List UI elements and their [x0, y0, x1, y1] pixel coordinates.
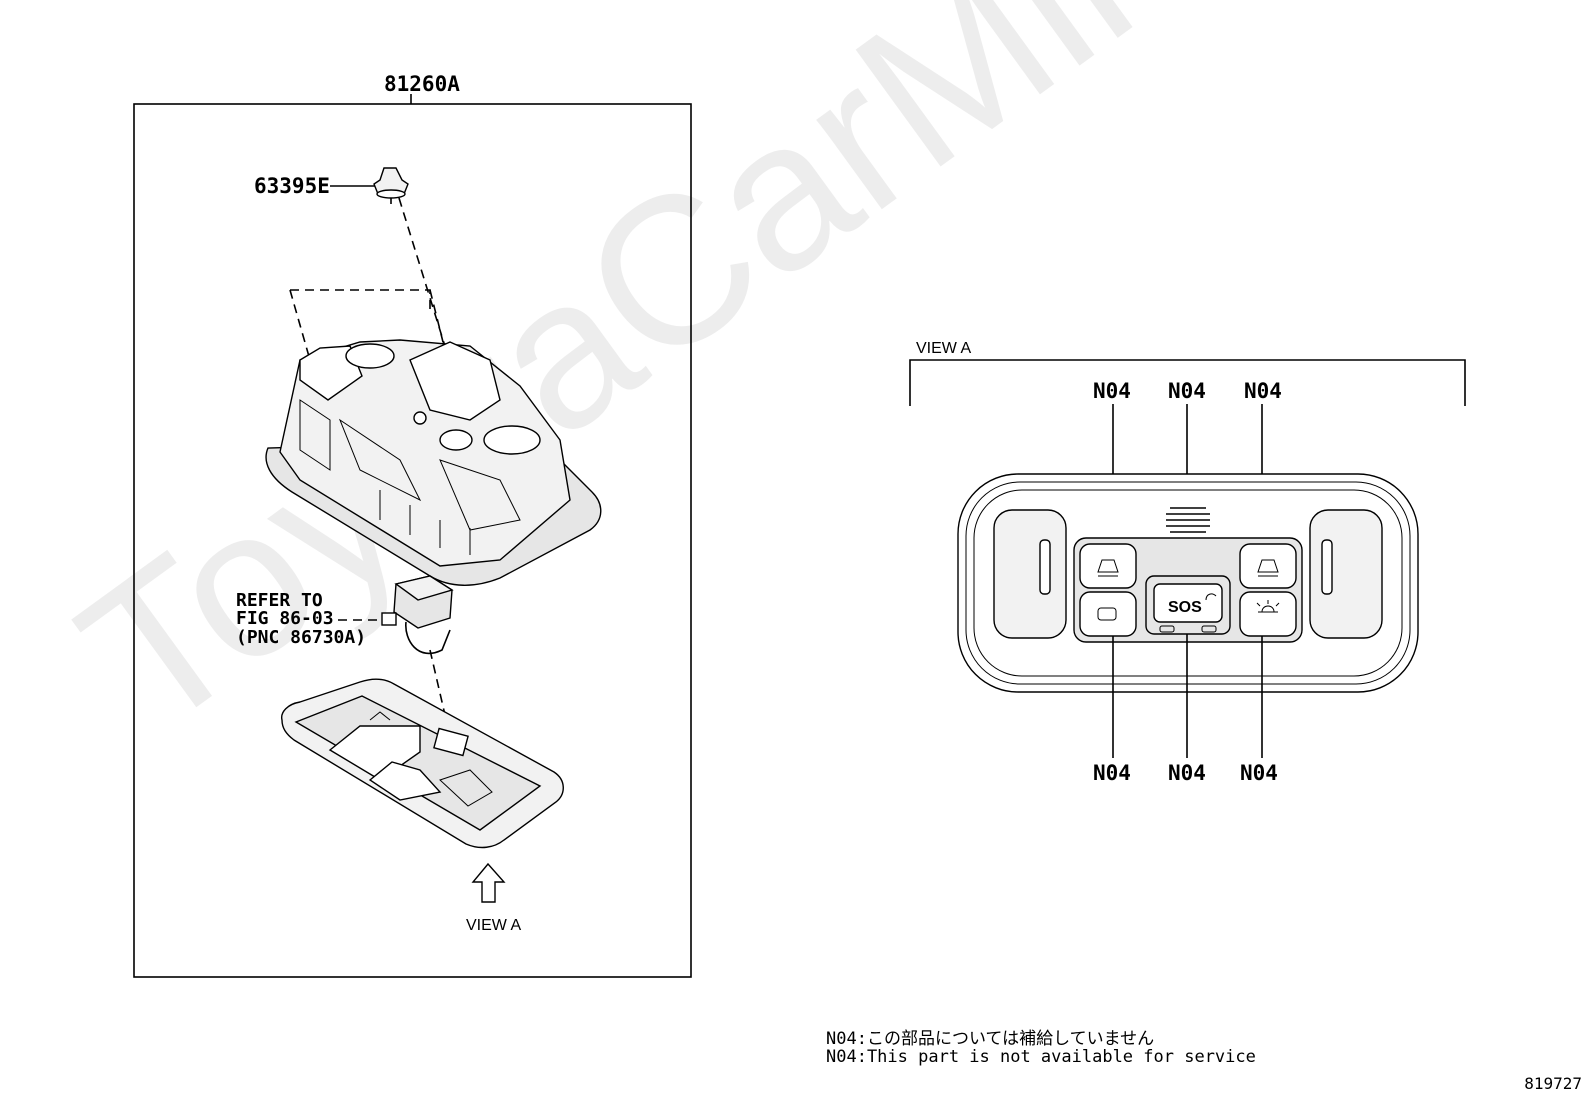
note-japanese: N04:この部品については補給していません — [826, 1029, 1155, 1049]
clip-part — [373, 167, 409, 204]
exploded-view: 81260A 63395E — [133, 72, 692, 978]
lamp-lens — [281, 678, 564, 849]
assembly-label[interactable]: 81260A — [384, 72, 460, 96]
illustration-number: 819727 — [1524, 1074, 1582, 1093]
left-lower-switch[interactable] — [1079, 591, 1137, 637]
sos-indicator-right — [1201, 625, 1217, 633]
clip-label[interactable]: 63395E — [254, 174, 330, 198]
callout-bottom-3[interactable]: N04 — [1240, 761, 1278, 785]
left-lamp — [993, 509, 1067, 639]
view-a-arrow — [471, 862, 506, 903]
view-a: VIEW A N04 N04 N04 — [909, 340, 1466, 785]
view-a-title: VIEW A — [916, 340, 971, 357]
callout-top-3[interactable]: N04 — [1244, 379, 1282, 403]
bulb-socket — [381, 575, 454, 655]
map-light-right-switch[interactable] — [1239, 543, 1297, 589]
overhead-console: SOS — [957, 473, 1419, 693]
map-light-right-icon — [1257, 559, 1279, 573]
phone-icon — [1205, 593, 1217, 601]
refer-label-line2[interactable]: FIG 86-03 — [236, 608, 334, 629]
microphone-grille — [1166, 507, 1210, 533]
lamp-housing — [265, 339, 602, 586]
callout-bottom-1[interactable]: N04 — [1093, 761, 1131, 785]
refer-label-line3[interactable]: (PNC 86730A) — [236, 627, 366, 648]
sos-label: SOS — [1168, 599, 1202, 616]
callout-top-2[interactable]: N04 — [1168, 379, 1206, 403]
view-a-arrow-label: VIEW A — [466, 917, 521, 934]
note-english: N04:This part is not available for servi… — [826, 1047, 1256, 1067]
dome-light-icon — [1256, 600, 1280, 613]
view-a-bracket — [909, 359, 1466, 406]
map-light-left-switch[interactable] — [1079, 543, 1137, 589]
right-lamp — [1309, 509, 1383, 639]
refer-label-line1[interactable]: REFER TO — [236, 590, 323, 611]
callout-top-1[interactable]: N04 — [1093, 379, 1131, 403]
assembly-frame — [133, 103, 692, 978]
map-light-left-icon — [1097, 559, 1119, 573]
sos-indicator-left — [1159, 625, 1175, 633]
dome-light-switch[interactable] — [1239, 591, 1297, 637]
callout-bottom-2[interactable]: N04 — [1168, 761, 1206, 785]
left-lower-icon — [1097, 607, 1117, 621]
